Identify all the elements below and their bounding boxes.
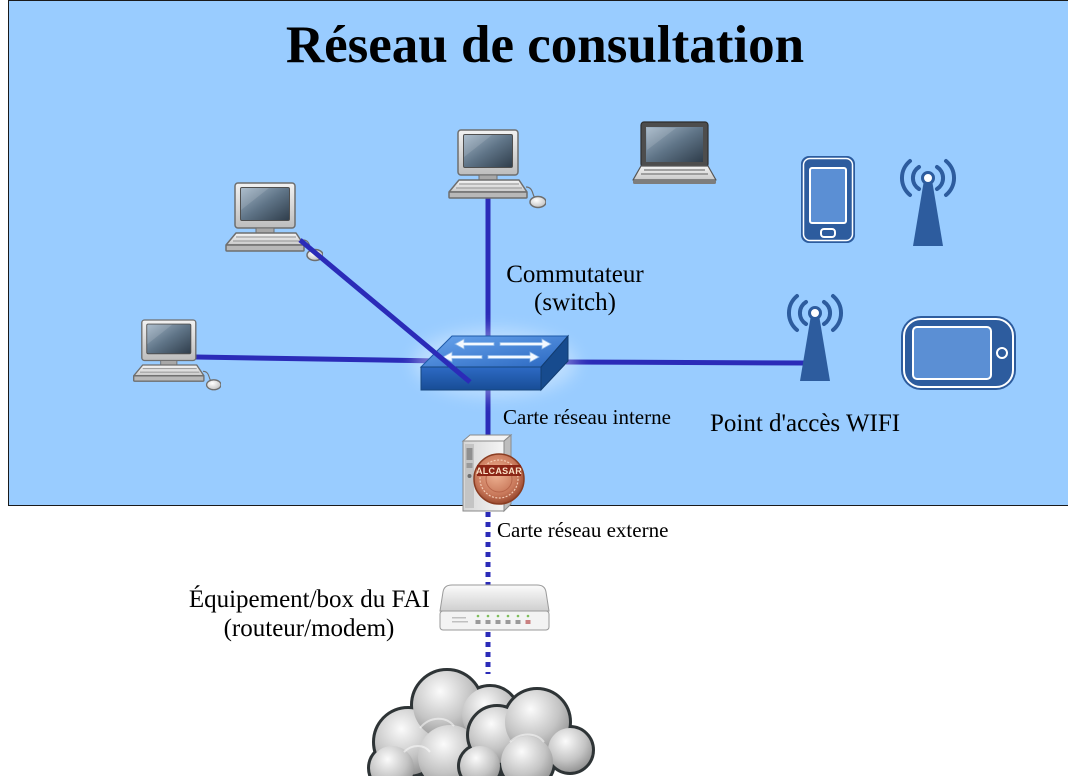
link-switch-to-access-point	[565, 359, 807, 366]
isp-equipment-label: Équipement/box du FAI	[189, 585, 430, 613]
wifi-access-point-label: Point d'accès WIFI	[710, 410, 900, 437]
smartphone-icon	[801, 156, 855, 243]
alcasar-server-icon: ALCASAR	[461, 433, 525, 513]
router-status-leds	[476, 614, 530, 618]
internet-cloud-icon	[367, 668, 595, 776]
router-modem-icon	[439, 584, 550, 631]
laptop-icon	[632, 121, 717, 184]
diagram-title: Réseau de consultation	[286, 16, 804, 74]
tablet-icon	[901, 316, 1016, 390]
external-nic-label: Carte réseau externe	[497, 518, 668, 542]
lan-zone-background	[8, 0, 1068, 506]
isp-equipment-sublabel: (routeur/modem)	[224, 615, 395, 642]
alcasar-logo-text: ALCASAR	[476, 466, 522, 476]
router-ports	[475, 620, 531, 624]
alcasar-logo: ALCASAR	[473, 453, 525, 505]
network-switch-icon	[413, 329, 577, 397]
link-bottom-desktop-to-switch	[195, 354, 441, 364]
cloud-right	[457, 687, 595, 776]
switch-label: Commutateur	[506, 261, 644, 288]
internal-nic-label: Carte réseau interne	[503, 405, 671, 429]
switch-arrows	[442, 338, 552, 363]
link-left-desktop-to-switch	[298, 238, 472, 384]
switch-sublabel: (switch)	[534, 289, 616, 316]
